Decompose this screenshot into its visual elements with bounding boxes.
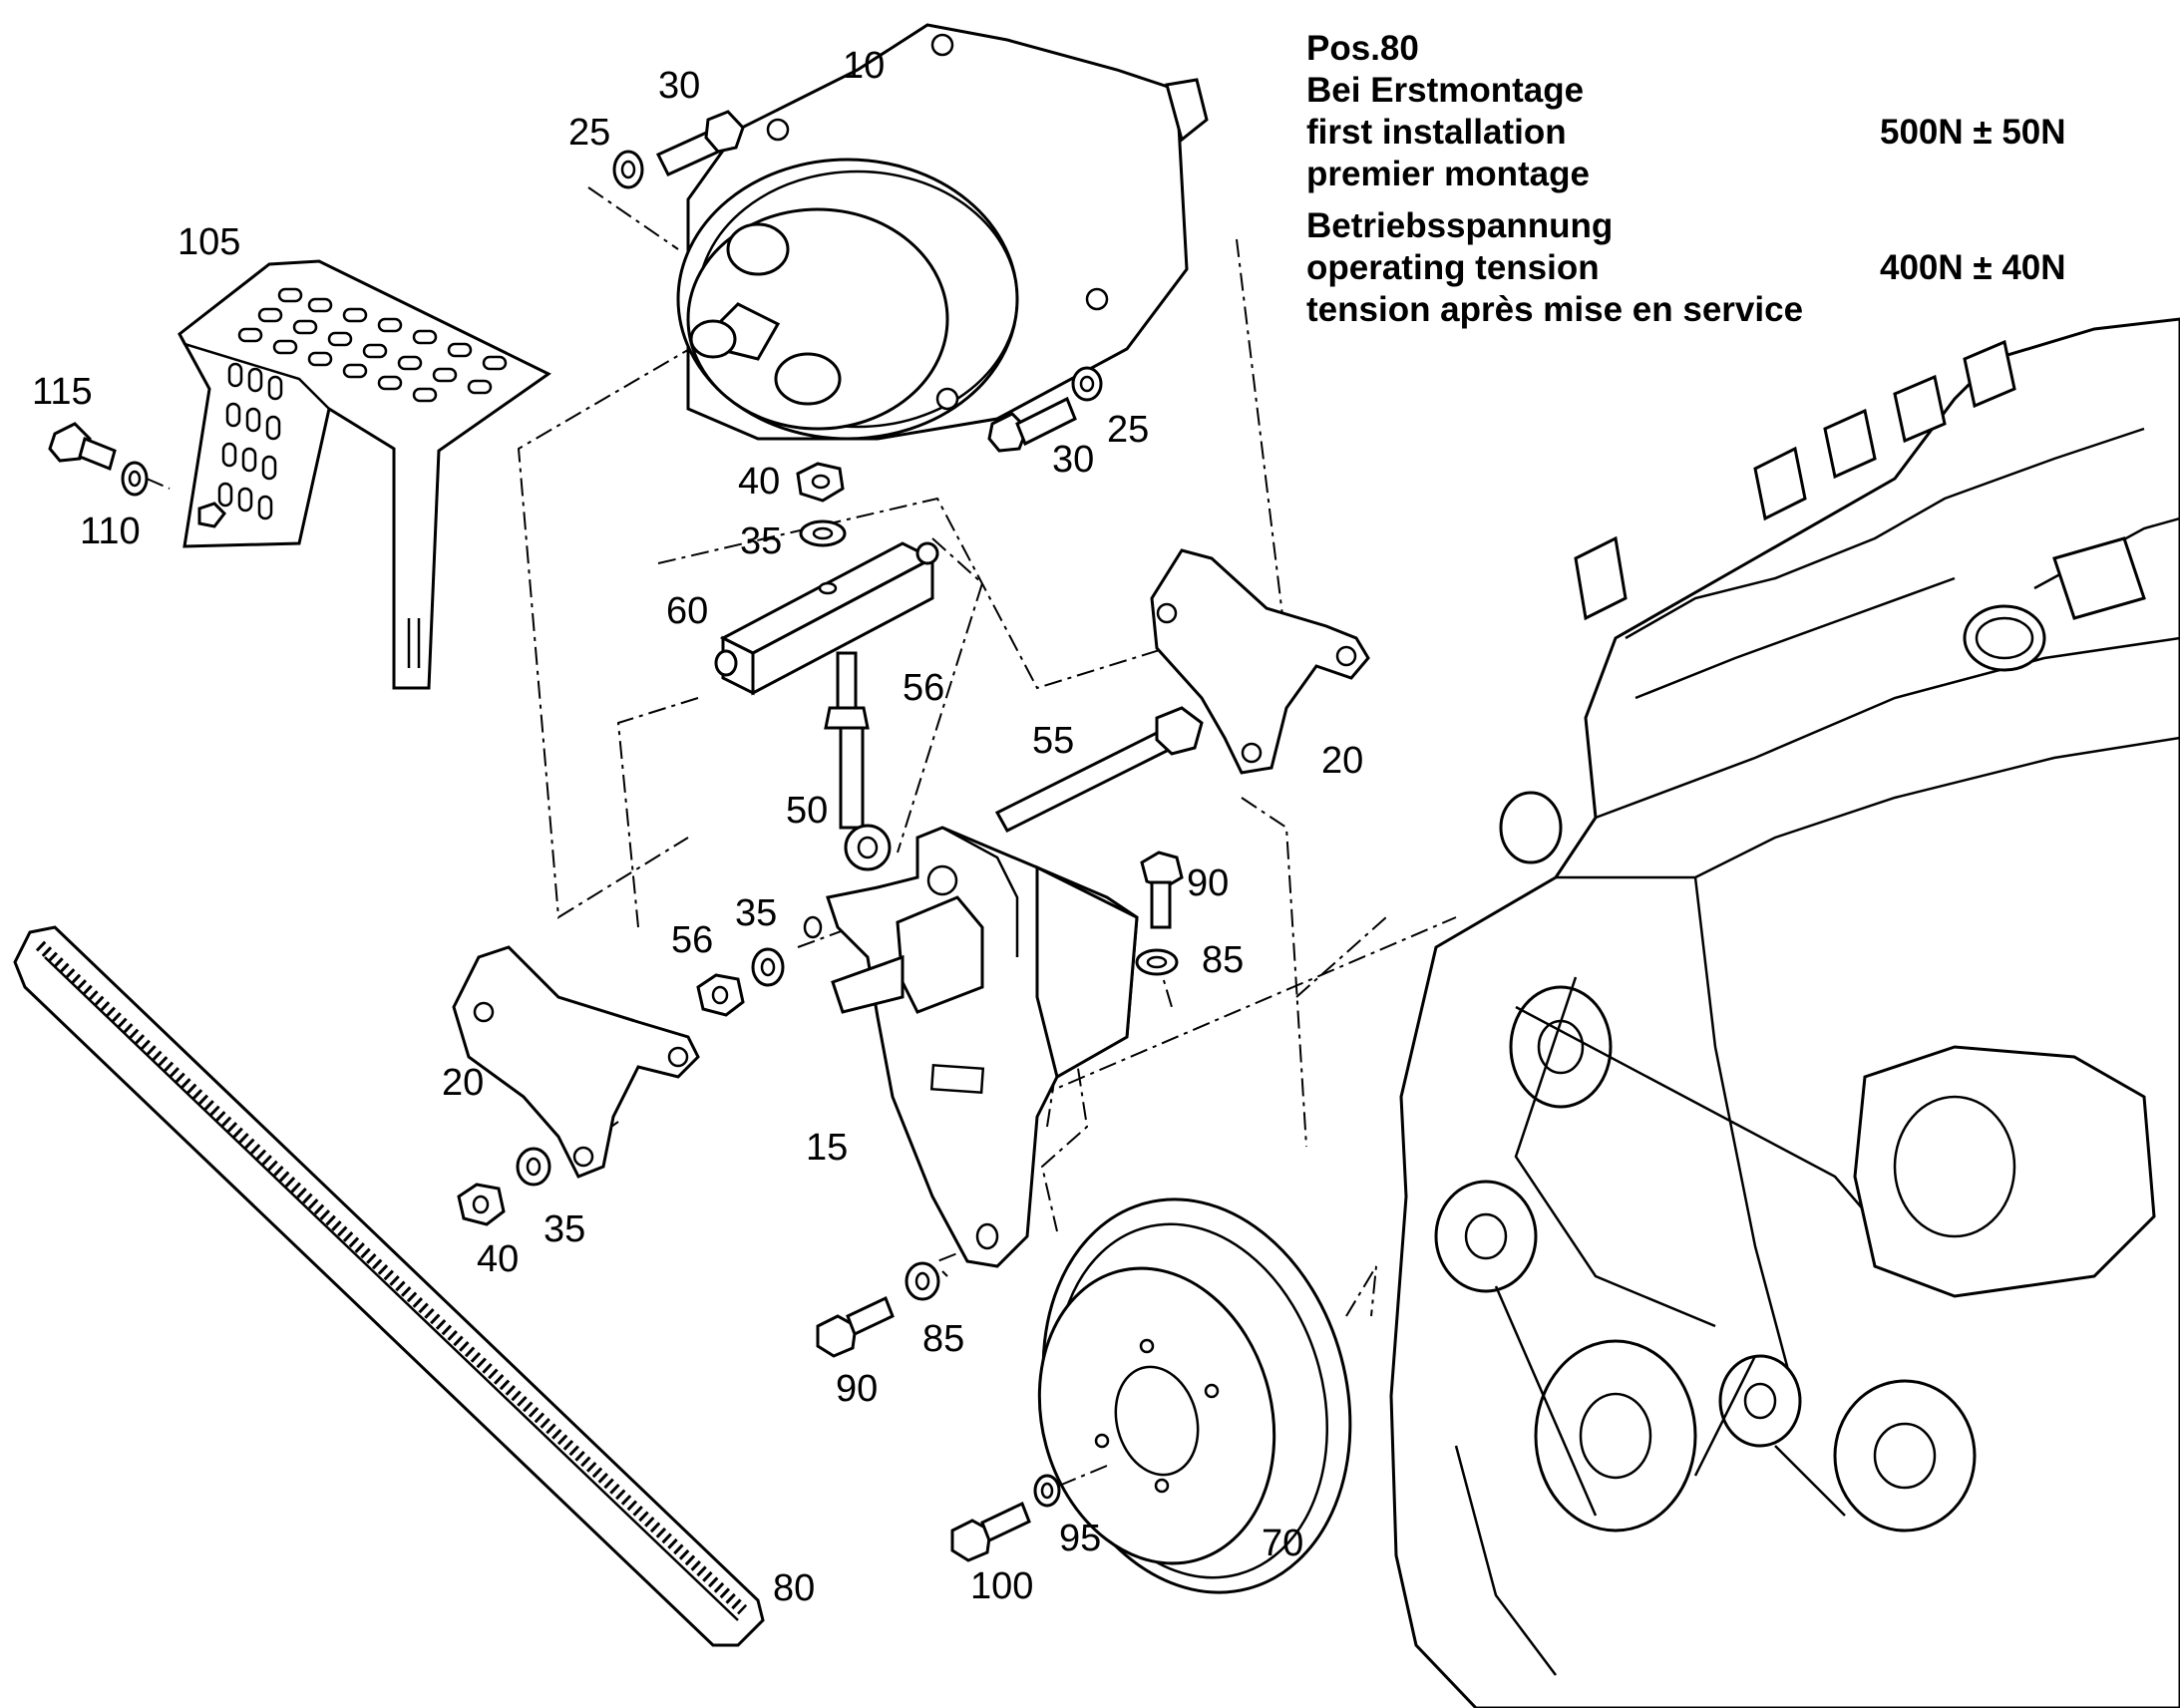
- position-label: Pos.80: [1306, 29, 1419, 68]
- washer-25-upper: [612, 150, 644, 189]
- eye-bolt-50: [839, 726, 892, 871]
- bolt-90-upper: [1140, 851, 1184, 929]
- first-install-tension-value: 500N ± 50N: [1880, 113, 2066, 152]
- first-install-fr: premier montage: [1306, 155, 1590, 193]
- callout-50: 50: [786, 790, 828, 832]
- spacer-60: [714, 541, 939, 696]
- callout-25-upper: 25: [568, 112, 610, 154]
- operating-fr: tension après mise en service: [1306, 290, 1804, 329]
- bolt-115: [48, 422, 117, 472]
- callout-40-upper: 40: [738, 461, 780, 503]
- nut-40-upper: [796, 462, 845, 503]
- first-install-de: Bei Erstmontage: [1306, 71, 1585, 110]
- callout-95: 95: [1059, 1518, 1101, 1559]
- callout-90-upper: 90: [1187, 862, 1229, 904]
- pulley-70: [1037, 1197, 1352, 1594]
- callout-90-lower: 90: [836, 1368, 878, 1410]
- washer-85-lower: [905, 1261, 940, 1301]
- callout-105: 105: [178, 221, 240, 263]
- washer-35-lower: [516, 1147, 551, 1187]
- nut-56-lower: [696, 973, 745, 1017]
- callout-35-middle: 35: [735, 892, 777, 934]
- callout-25-lower: 25: [1107, 409, 1149, 451]
- washer-35-middle: [751, 947, 785, 987]
- callout-20-upper: 20: [1321, 740, 1363, 782]
- stud-56: [824, 651, 870, 730]
- callout-15: 15: [806, 1127, 848, 1169]
- bolt-90-lower: [816, 1295, 895, 1358]
- callout-110: 110: [80, 511, 141, 552]
- washer-110: [121, 461, 171, 497]
- bracket-15: [803, 826, 1139, 1268]
- plate-20-lower: [452, 945, 700, 1179]
- washer-35-upper: [799, 519, 847, 547]
- operating-tension-value: 400N ± 40N: [1880, 248, 2066, 287]
- callout-85-upper: 85: [1202, 939, 1244, 981]
- callout-56-upper: 56: [903, 667, 944, 709]
- bolt-100: [950, 1501, 1031, 1562]
- callout-40-lower: 40: [477, 1238, 519, 1280]
- first-install-en: first installation 500N ± 50N: [1306, 113, 2066, 152]
- washer-85-upper: [1135, 948, 1179, 976]
- bolt-30-upper: [655, 110, 745, 176]
- callout-30-lower: 30: [1052, 439, 1094, 481]
- bracket-105: [178, 259, 551, 690]
- callout-70: 70: [1262, 1523, 1303, 1564]
- belt-tension-notes: Pos.80 Bei Erstmontage first installatio…: [1306, 28, 2144, 331]
- callout-35-lower: 35: [544, 1208, 585, 1250]
- callout-labels: 10 30 25 105 115 110 30 25 40 35 60 56 5…: [32, 45, 1363, 1609]
- callout-115: 115: [32, 371, 93, 413]
- bolt-55: [994, 706, 1204, 833]
- bolt-30-lower: [987, 396, 1077, 453]
- belt-80: [13, 925, 765, 1647]
- callout-35-upper: 35: [740, 520, 782, 562]
- compressor-10: [676, 23, 1209, 441]
- nut-40-lower: [457, 1183, 506, 1226]
- engine-illustration: [1389, 317, 2180, 1708]
- callout-20-lower: 20: [442, 1062, 484, 1104]
- callout-100: 100: [970, 1565, 1033, 1607]
- plate-20-upper: [1150, 548, 1370, 775]
- callout-60: 60: [666, 590, 708, 632]
- callout-80: 80: [773, 1567, 815, 1609]
- callout-56-lower: 56: [671, 919, 713, 961]
- operating-en: operating tension 400N ± 40N: [1306, 248, 2066, 287]
- callout-30-upper: 30: [658, 65, 700, 107]
- washer-25-lower: [1071, 366, 1103, 402]
- washer-95: [1033, 1465, 1108, 1508]
- operating-de: Betriebsspannung: [1306, 206, 1614, 245]
- callout-85-lower: 85: [922, 1318, 964, 1360]
- callout-10: 10: [843, 45, 885, 87]
- callout-55: 55: [1032, 720, 1074, 762]
